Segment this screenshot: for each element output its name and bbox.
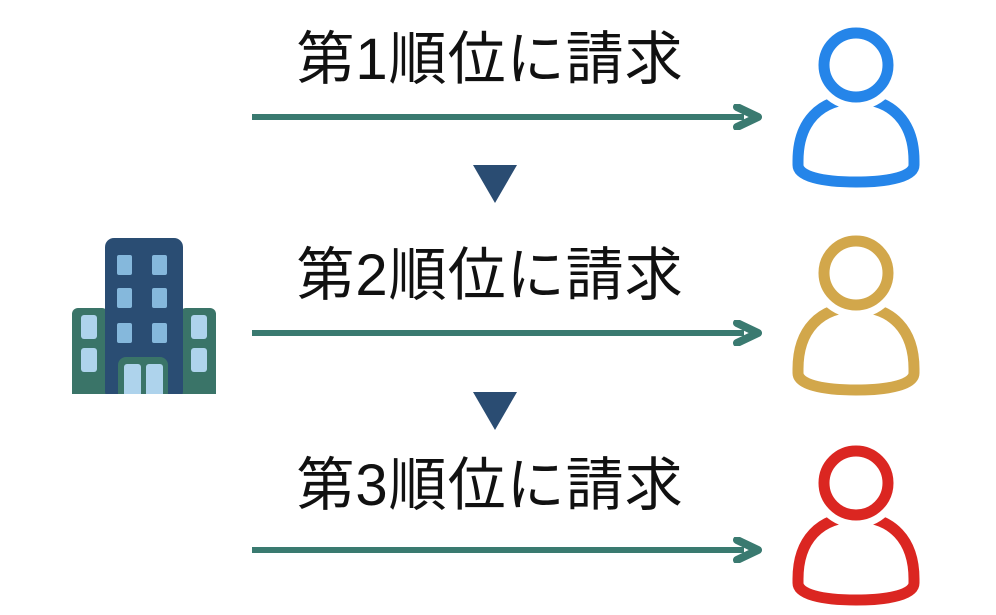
right-arrow-1 [252, 104, 762, 130]
person-icon-priority-3 [792, 438, 920, 606]
building-tower-windows [117, 255, 167, 343]
down-triangle-icon-1 [473, 165, 517, 203]
building-light-windows [81, 315, 207, 394]
building-tower [105, 238, 183, 394]
building-icon [72, 238, 216, 394]
right-arrow-3 [252, 537, 762, 563]
person-icon-priority-2 [792, 228, 920, 396]
right-arrow-2 [252, 320, 762, 346]
claim-label-3: 第3順位に請求 [296, 453, 684, 518]
claim-label-2: 第2順位に請求 [296, 243, 684, 308]
claim-label-1: 第1順位に請求 [296, 27, 684, 92]
person-icon-priority-1 [792, 20, 920, 188]
down-triangle-icon-2 [473, 392, 517, 430]
